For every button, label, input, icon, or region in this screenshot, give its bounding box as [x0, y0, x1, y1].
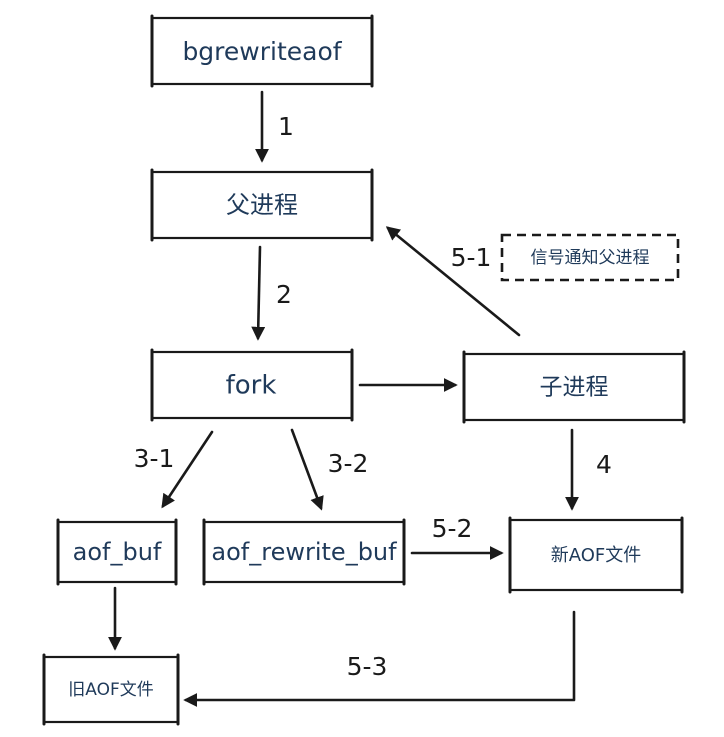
edge-label-2: 2 — [276, 280, 292, 309]
old-aof-file-node: 旧AOF文件 — [42, 653, 180, 726]
aof-rewrite-buf-label: aof_rewrite_buf — [211, 538, 397, 566]
edge-label-5-1: 5-1 — [451, 243, 492, 272]
signal-parent-label: 信号通知父进程 — [531, 248, 650, 268]
edge-label-1: 1 — [278, 112, 294, 141]
old-aof-file-label: 旧AOF文件 — [68, 680, 154, 700]
signal-parent-node: 信号通知父进程 — [500, 233, 680, 282]
arrow-3-1 — [161, 430, 214, 509]
parent-process-label: 父进程 — [226, 191, 298, 219]
edge-label-5-3: 5-3 — [347, 652, 388, 681]
child-process-label: 子进程 — [540, 375, 609, 401]
aof-buf-label: aof_buf — [73, 538, 162, 566]
bgrewriteaof-node: bgrewriteaof — [150, 14, 374, 88]
edge-label-4: 4 — [596, 450, 612, 479]
arrow-2 — [251, 245, 266, 341]
child-process-node: 子进程 — [462, 350, 686, 424]
arrow-5-3 — [183, 610, 576, 707]
fork-node: fork — [150, 348, 354, 422]
fork-label: fork — [226, 371, 277, 401]
parent-process-node: 父进程 — [150, 168, 374, 242]
edge-label-3-1: 3-1 — [134, 444, 175, 473]
edge-label-3-2: 3-2 — [328, 449, 369, 478]
aof-buf-node: aof_buf — [56, 518, 178, 586]
aof-rewrite-buf-node: aof_rewrite_buf — [202, 518, 406, 586]
new-aof-file-node: 新AOF文件 — [508, 516, 684, 594]
arrow-3-2 — [290, 428, 324, 511]
edge-label-5-2: 5-2 — [432, 514, 473, 543]
bgrewriteaof-label: bgrewriteaof — [182, 37, 342, 66]
new-aof-file-label: 新AOF文件 — [551, 545, 642, 566]
arrow-5-1 — [385, 226, 521, 337]
